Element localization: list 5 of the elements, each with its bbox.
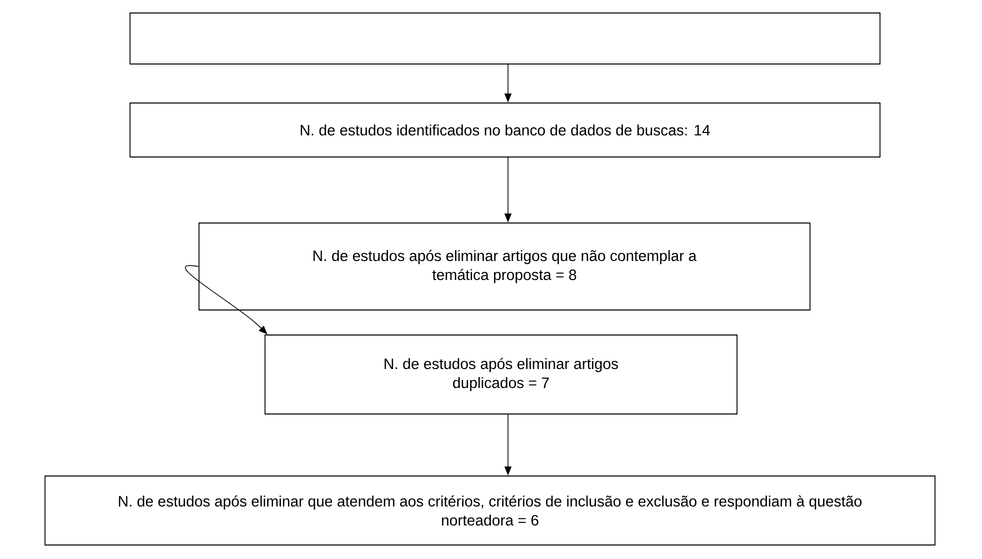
process-box: N. de estudos após eliminar que atendem aos critérios, critérios de inclusão e exclusão e respondiam à questão norteadora = 6 xyxy=(44,476,936,546)
process-box: N. de estudos após eliminar artigos que não contemplar a temática proposta = 8 xyxy=(198,222,810,310)
process-box: N. de estudos após eliminar artigos duplicados = 7 xyxy=(264,334,738,414)
process-box: N. de estudos identificados no banco de dados de buscas: 14 xyxy=(130,102,880,158)
empty-box xyxy=(130,12,880,64)
